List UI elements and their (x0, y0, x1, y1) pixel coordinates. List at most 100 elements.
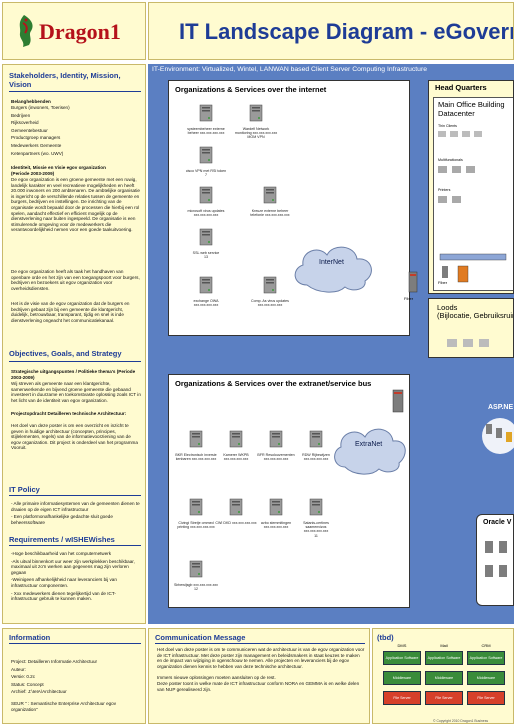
list-item: -Als uitval binnenkort uur weer zijn wer… (11, 558, 135, 575)
server-node[interactable]: Kamerer WKPB xxx.xxx.xxx.xxx (214, 430, 258, 461)
divider (155, 643, 365, 644)
tbd-block: File Server (425, 691, 463, 705)
server-node[interactable]: Civingi Stretje ommed printing xxx.xxx.x… (174, 498, 218, 529)
title-panel: IT Landscape Diagram - eGovern (148, 2, 514, 60)
thin-clients-row (438, 130, 508, 148)
extranet-box-title: Organizations & Services over the extran… (175, 379, 372, 388)
list-item: Productgroep managers (11, 135, 61, 141)
page-title: IT Landscape Diagram - eGovern (179, 19, 514, 44)
fiber-label: Fiber (404, 296, 414, 301)
list-item: Rijksoverheid (11, 120, 39, 126)
server-label: systeembeheer externe beheer xxx.xxx.xxx… (187, 127, 225, 136)
extranet-cloud-icon (334, 428, 406, 475)
server-label: Sirbewijsgb xxx.xxx.xxx.xxx (174, 583, 218, 587)
server-label: BKR Electronisch inversie kenbaren xxx.x… (175, 453, 217, 462)
communication-paragraph-3: Deze poster toont in welke mate de ICT i… (157, 681, 360, 692)
list-item: Burgers (inwoners, Toerisen) (11, 105, 70, 110)
server-label: avbo stemmitingen xxx.xxx.xxx.xxx (260, 521, 292, 530)
server-label: Satanis-certines saamenvizos xxx.xxx.xxx… (303, 521, 329, 534)
server-icon (199, 146, 213, 164)
list-item: - Een platformonafhankelijke gedachte sl… (11, 514, 113, 525)
project-heading: Projectopdracht Detailleren technische A… (11, 411, 127, 416)
internet-box-title: Organizations & Services over the intern… (175, 85, 327, 94)
left-column: Stakeholders, Identity, Mission, Vision … (2, 64, 146, 624)
server-node[interactable]: Comp. As virus updates xxx.xxx.xxx.xxx (248, 276, 292, 307)
divider (9, 643, 141, 644)
tbd-block: File Server (383, 691, 421, 705)
list-item: Gemeentebestuur (11, 127, 48, 133)
server-node[interactable]: microsoft virus updates xxx.xxx.xxx.xxx (184, 186, 228, 217)
identity-paragraph-2: De egov organization heeft als taak het … (11, 269, 140, 291)
identity-paragraph-1: De egov organization is een groene gemee… (11, 177, 140, 233)
server-label: SSL web service (192, 251, 220, 255)
firewall-icon (392, 389, 404, 413)
logo-text: Dragon1 (39, 19, 121, 44)
server-node[interactable]: BFR Resolouvementen xxx.xxx.xxx.xxx (254, 430, 298, 461)
thin-clients-label: Thin Clients (438, 124, 457, 128)
information-heading: Information (9, 633, 51, 642)
server-label: Civingi Stretje ommed printing xxx.xxx.x… (177, 521, 215, 530)
aspnet-label: ASP.NE (488, 404, 514, 411)
server-label: cisco VPN met RSI token (185, 169, 227, 173)
stakeholders-subhead: Belanghebbenden (11, 99, 51, 104)
server-node[interactable]: Wardefi Network monitoring xxx.xxx.xxx.x… (234, 104, 278, 140)
dragon-logo-icon (19, 15, 33, 47)
communication-paragraph-2: Immers nieuwe oplossingen moeten aanslui… (157, 675, 276, 680)
tbd-heading: (tbd) (377, 633, 394, 642)
head-quarters-box: Head Quarters Main Office Building Datac… (428, 80, 514, 294)
tbd-block: Application Software (467, 651, 505, 665)
server-icon (229, 498, 243, 516)
extranet-cloud-label: ExtraNet (355, 441, 383, 448)
server-node[interactable]: avbo stemmitingen xxx.xxx.xxx.xxx (254, 498, 298, 529)
server-node[interactable]: RDW Rijbewijzen xxx.xxx.xxx.xxx (294, 430, 338, 461)
list-item: Bedrijven (11, 112, 31, 118)
list-item: -Hoge beschikbaarheid van het computerne… (11, 551, 112, 556)
list-item: Archief: J:\IeIA\Architectuur (11, 689, 67, 695)
server-node[interactable]: Kreuze externe beheer telefonie xxx.xxx.… (248, 186, 292, 217)
server-node[interactable]: CWI DKD xxx.xxx.xxx.xxx (214, 498, 258, 525)
server-icon (249, 104, 263, 122)
server-icon (199, 276, 213, 294)
server-node[interactable]: Satanis-certines saamenvizos xxx.xxx.xxx… (294, 498, 338, 538)
loods-subtitle: (Bijlocatie, Gebruiksruim (437, 311, 514, 320)
server-label: microsoft virus updates xxx.xxx.xxx.xxx (187, 209, 225, 218)
divider (9, 361, 141, 362)
thin-client-icons (438, 131, 482, 137)
server-label: CWI DKD xxx.xxx.xxx.xxx (215, 521, 257, 525)
server-label: BFR Resolouvementen xxx.xxx.xxx.xxx (257, 453, 295, 462)
internet-cloud-icon (294, 246, 372, 293)
tbd-block: Application Software (383, 651, 421, 665)
requirements-heading: Requirements / wISHEWishes (9, 535, 115, 544)
list-item: Project: Detailleren Informatie Architec… (11, 659, 98, 664)
server-node[interactable]: systeembeheer externe beheer xxx.xxx.xxx… (184, 104, 228, 135)
divider (9, 495, 141, 496)
identity-paragraph-3: Het is de visie van de egov organization… (11, 301, 130, 323)
identity-period: (Periode 2003-2009) (11, 171, 55, 176)
it-policy-heading: IT Policy (9, 485, 40, 494)
internet-server-grid: systeembeheer externe beheer xxx.xxx.xxx… (168, 80, 410, 336)
server-node[interactable]: BKR Electronisch inversie kenbaren xxx.x… (174, 430, 218, 461)
server-node[interactable]: exchange OWA xxx.xxx.xxx.xxx (184, 276, 228, 307)
server-icon (199, 104, 213, 122)
server-number: 12 (194, 587, 198, 592)
server-icon (199, 186, 213, 204)
server-icon (229, 430, 243, 448)
divider (9, 91, 141, 92)
it-environment-label: IT-Environment: Virtualized, Wintel, LAN… (152, 66, 428, 73)
server-label: Kamerer WKPB xxx.xxx.xxx.xxx (223, 453, 249, 462)
tbd-column-header: DMS (397, 643, 407, 648)
communication-heading: Communication Message (155, 633, 246, 642)
main-office-box: Main Office Building Datacenter Thin Cli… (433, 97, 513, 291)
list-item: Ketenpartners (wo. UWV) (11, 150, 64, 156)
objectives-paragraph: Wij streven als gemeente naar een klantg… (11, 381, 141, 403)
firewall-icon (408, 271, 418, 293)
hq-title: Head Quarters (435, 83, 487, 92)
internet-cloud-label: InterNet (319, 259, 344, 266)
server-icon (269, 498, 283, 516)
